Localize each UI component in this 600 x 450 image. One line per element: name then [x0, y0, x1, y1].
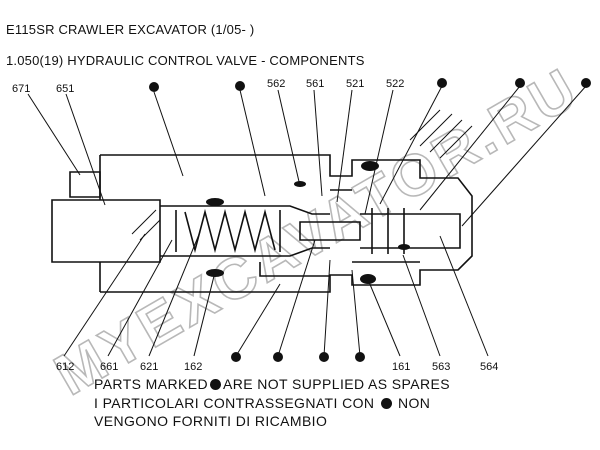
- diagram-title: E115SR CRAWLER EXCAVATOR (1/05- ): [6, 22, 255, 37]
- part-label-661: 661: [100, 361, 118, 373]
- part-label-162: 162: [184, 361, 202, 373]
- part-label-522: 522: [386, 78, 404, 90]
- part-labels: 671 651 562 561 521 522 612 661 621 162 …: [12, 78, 498, 373]
- note-text-1a: PARTS MARKED: [94, 376, 208, 392]
- diagram-subtitle: 1.050(19) HYDRAULIC CONTROL VALVE - COMP…: [6, 53, 365, 68]
- part-label-161: 161: [392, 361, 410, 373]
- part-label-621: 621: [140, 361, 158, 373]
- filled-circle-icon: [209, 379, 221, 390]
- svg-text:MYEXCAVATOR.RU: MYEXCAVATOR.RU: [44, 55, 590, 408]
- not-supplied-markers: [149, 78, 591, 362]
- filled-circle-icon: [380, 398, 392, 409]
- part-label-651: 651: [56, 83, 74, 95]
- seals: [206, 161, 410, 284]
- spares-note-line-3: VENGONO FORNITI DI RICAMBIO: [94, 413, 328, 429]
- valve-body: [51, 154, 473, 293]
- part-label-564: 564: [480, 361, 498, 373]
- part-label-612: 612: [56, 361, 74, 373]
- note-text-2b: NON: [398, 395, 431, 411]
- part-label-563: 563: [432, 361, 450, 373]
- note-text-1b: ARE NOT SUPPLIED AS SPARES: [222, 376, 450, 392]
- part-label-561: 561: [306, 78, 324, 90]
- spares-note-line-1: PARTS MARKED ARE NOT SUPPLIED AS SPARES: [94, 377, 450, 391]
- part-label-671: 671: [12, 83, 30, 95]
- part-label-562: 562: [267, 78, 285, 90]
- note-text-2a: I PARTICOLARI CONTRASSEGNATI CON: [94, 395, 375, 411]
- watermark: MYEXCAVATOR.RU: [43, 54, 591, 408]
- section-hatch: [131, 109, 473, 241]
- part-label-521: 521: [346, 78, 364, 90]
- spares-note-line-2: I PARTICOLARI CONTRASSEGNATI CON NON: [94, 396, 430, 410]
- leader-lines: [27, 85, 587, 357]
